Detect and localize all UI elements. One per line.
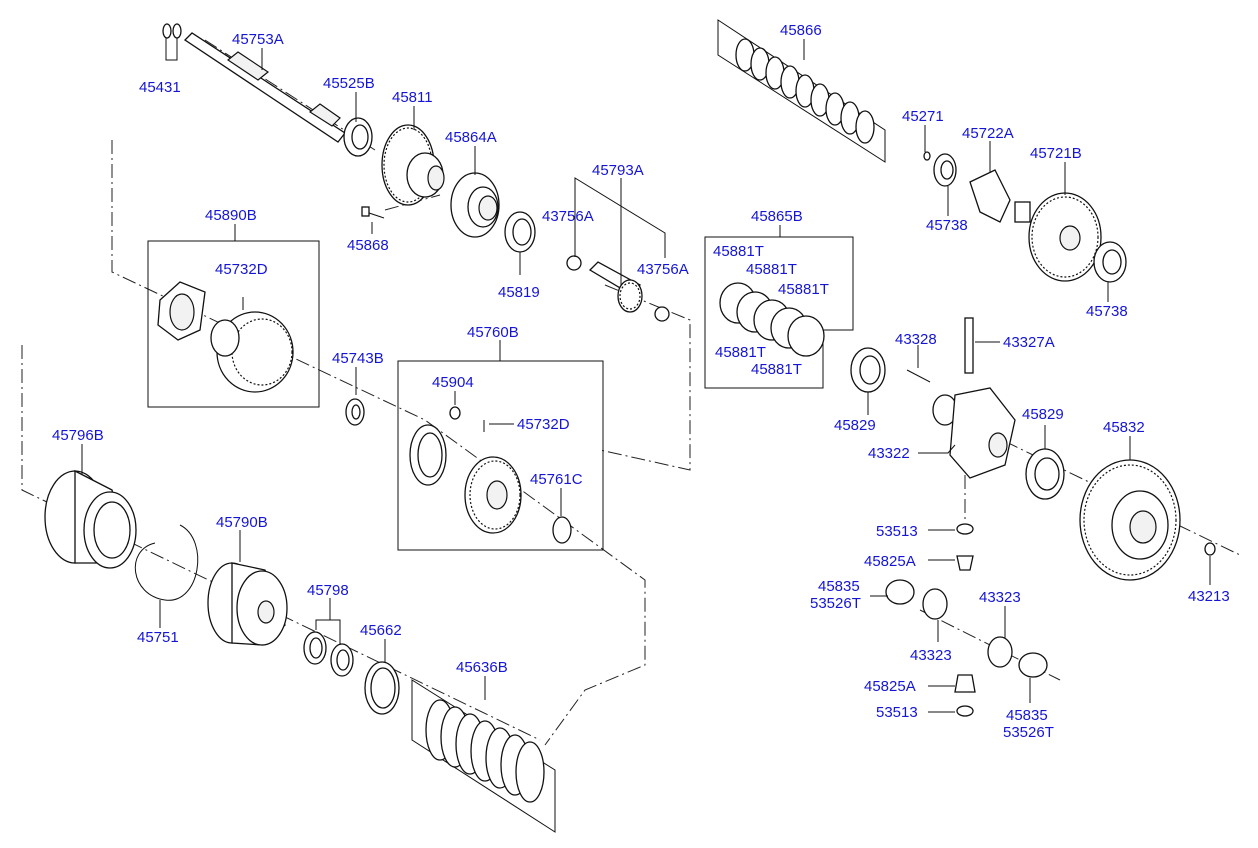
label-45811[interactable]: 45811 [392, 89, 433, 106]
label-45819[interactable]: 45819 [498, 284, 540, 301]
label-45732d-2[interactable]: 45732D [517, 416, 570, 433]
label-45866[interactable]: 45866 [780, 22, 822, 39]
label-45890b[interactable]: 45890B [205, 207, 257, 224]
part-45832-final-gear [1079, 459, 1181, 581]
label-45738-1[interactable]: 45738 [926, 217, 968, 234]
label-45721b[interactable]: 45721B [1030, 145, 1082, 162]
label-43756a-2[interactable]: 43756A [637, 261, 689, 278]
label-45865b[interactable]: 45865B [751, 208, 803, 225]
part-45819-bearing [504, 211, 536, 253]
part-45743b-washer [345, 398, 365, 426]
label-45881t-4[interactable]: 45881T [715, 344, 766, 361]
label-45732d-1[interactable]: 45732D [215, 261, 268, 278]
label-45881t-2[interactable]: 45881T [746, 261, 797, 278]
part-45662-ring [364, 661, 400, 715]
part-45722a-assembly [923, 151, 1127, 283]
part-45790b-gear [207, 562, 288, 646]
label-45904[interactable]: 45904 [432, 374, 474, 391]
label-45761c[interactable]: 45761C [530, 471, 583, 488]
label-45881t-5[interactable]: 45881T [751, 361, 802, 378]
label-45636b[interactable]: 45636B [456, 659, 508, 676]
box-45890b [147, 240, 320, 408]
label-43327a[interactable]: 43327A [1003, 334, 1055, 351]
label-53526t-1[interactable]: 53526T [810, 595, 861, 612]
label-45790b[interactable]: 45790B [216, 514, 268, 531]
part-45865b-seal-rings [719, 282, 825, 357]
part-45868-bolt [361, 206, 385, 219]
label-45743b[interactable]: 45743B [332, 350, 384, 367]
part-45811-gear [381, 124, 445, 206]
label-43328[interactable]: 43328 [895, 331, 937, 348]
part-labels: 45431 45753A 45525B 45811 45864A 45868 4… [52, 22, 1230, 741]
part-45866-plates [735, 38, 875, 144]
label-43323-1[interactable]: 43323 [979, 589, 1021, 606]
label-45722a[interactable]: 45722A [962, 125, 1014, 142]
label-45271[interactable]: 45271 [902, 108, 944, 125]
label-45835-1[interactable]: 45835 [818, 578, 860, 595]
label-45760b[interactable]: 45760B [467, 324, 519, 341]
label-53513-1[interactable]: 53513 [876, 523, 918, 540]
label-45525b[interactable]: 45525B [323, 75, 375, 92]
label-45881t-3[interactable]: 45881T [778, 281, 829, 298]
part-43213-plug [1204, 542, 1216, 556]
label-43322[interactable]: 43322 [868, 445, 910, 462]
part-45636b-plates [425, 699, 545, 803]
box-45866 [717, 19, 886, 163]
part-45753a-shaft [183, 32, 346, 143]
label-53526t-2[interactable]: 53526T [1003, 724, 1054, 741]
label-45796b[interactable]: 45796B [52, 427, 104, 444]
part-45751-snap-ring [134, 524, 199, 601]
part-45796b-ring-gear [44, 469, 137, 569]
part-45798-washers [303, 631, 354, 677]
part-43322-differential [850, 317, 1065, 500]
label-53513-2[interactable]: 53513 [876, 704, 918, 721]
part-diff-small-gears [885, 523, 1048, 717]
label-45662[interactable]: 45662 [360, 622, 402, 639]
label-45832[interactable]: 45832 [1103, 419, 1145, 436]
label-45868[interactable]: 45868 [347, 237, 389, 254]
label-45793a[interactable]: 45793A [592, 162, 644, 179]
label-45738-2[interactable]: 45738 [1086, 303, 1128, 320]
label-45829-2[interactable]: 45829 [1022, 406, 1064, 423]
part-45793a-pinion [566, 255, 670, 322]
part-45760b-assembly [409, 406, 572, 544]
label-45431[interactable]: 45431 [139, 79, 181, 96]
label-45835-2[interactable]: 45835 [1006, 707, 1048, 724]
label-45829-1[interactable]: 45829 [834, 417, 876, 434]
label-43756a-1[interactable]: 43756A [542, 208, 594, 225]
label-43323-2[interactable]: 43323 [910, 647, 952, 664]
part-45890b-planetary [157, 281, 294, 393]
label-45753a[interactable]: 45753A [232, 31, 284, 48]
part-45431-orings [162, 23, 182, 39]
part-45525b-washer [343, 117, 373, 157]
leader-lines [81, 38, 1211, 713]
label-45864a[interactable]: 45864A [445, 129, 497, 146]
label-45825a-1[interactable]: 45825A [864, 553, 916, 570]
part-45864a-carrier [450, 172, 500, 238]
label-45825a-2[interactable]: 45825A [864, 678, 916, 695]
label-45881t-1[interactable]: 45881T [713, 243, 764, 260]
label-45751[interactable]: 45751 [137, 629, 179, 646]
label-43213[interactable]: 43213 [1188, 588, 1230, 605]
label-45798[interactable]: 45798 [307, 582, 349, 599]
